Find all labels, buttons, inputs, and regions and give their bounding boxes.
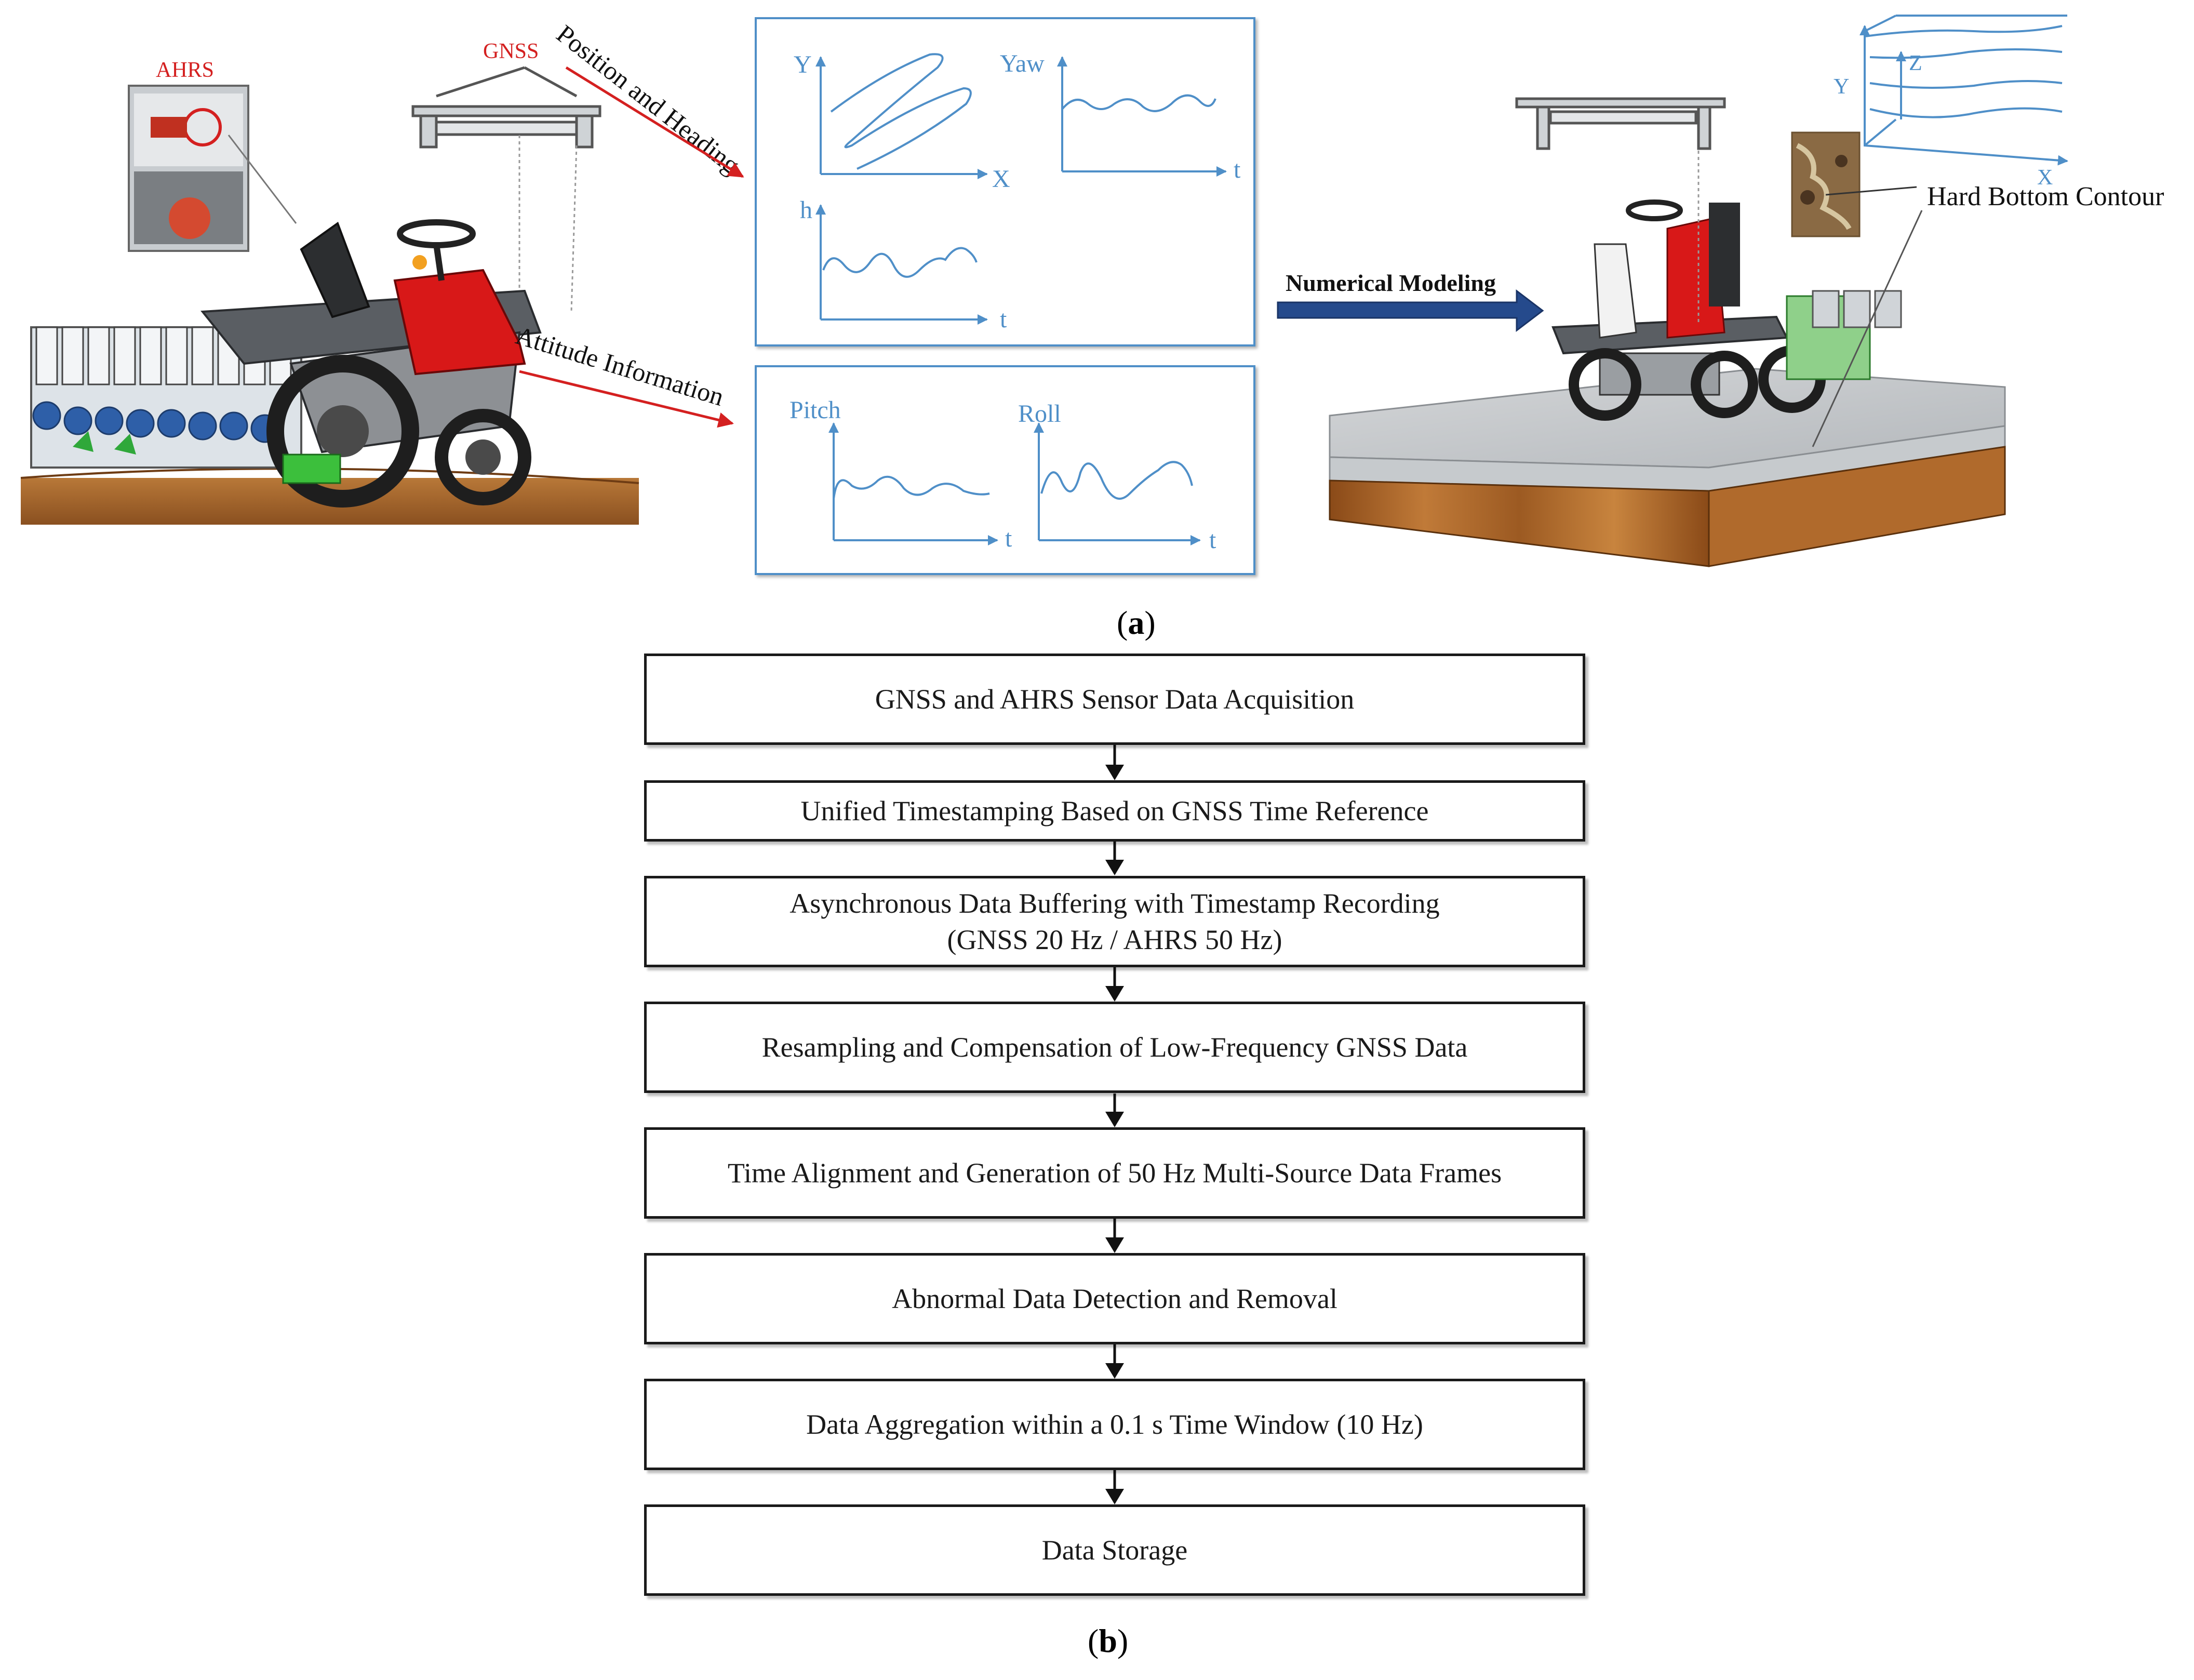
flow-step-1-text: GNSS and AHRS Sensor Data Acquisition <box>875 683 1355 715</box>
yaw-curve <box>1061 94 1216 112</box>
flow-step-5: Time Alignment and Generation of 50 Hz M… <box>644 1127 1585 1219</box>
roll-plot-x-label: t <box>1209 526 1216 554</box>
rear-wheel <box>266 355 419 508</box>
attitude-arrow <box>519 370 734 428</box>
flow-step-1: GNSS and AHRS Sensor Data Acquisition <box>644 654 1585 745</box>
flow-step-8-text: Data Storage <box>1041 1534 1188 1566</box>
numerical-model-illustration: Y Z X Hard Bottom Contour <box>1329 15 2164 567</box>
planting-units <box>30 326 302 469</box>
gnss-antenna-frame <box>411 66 601 149</box>
xy-trajectory-curve <box>830 53 972 170</box>
position-heading-label: Position and Heading <box>551 19 745 180</box>
flow-step-8: Data Storage <box>644 1504 1585 1596</box>
flow-step-4: Resampling and Compensation of Low-Frequ… <box>644 1002 1585 1093</box>
flow-step-3: Asynchronous Data Buffering with Timesta… <box>644 876 1585 967</box>
flow-step-7-text: Data Aggregation within a 0.1 s Time Win… <box>806 1408 1423 1440</box>
pitch-plot-x-label: t <box>1005 525 1012 552</box>
xy-trajectory-plot: Y X <box>794 51 1010 193</box>
model-soil-side <box>1708 446 2006 567</box>
flow-step-4-text: Resampling and Compensation of Low-Frequ… <box>761 1031 1468 1063</box>
h-curve <box>822 247 978 278</box>
yaw-plot: Yaw t <box>1000 50 1241 183</box>
flow-step-7: Data Aggregation within a 0.1 s Time Win… <box>644 1379 1585 1470</box>
steering-wheel <box>397 219 476 248</box>
contour-line <box>1864 25 2063 37</box>
front-wheel <box>435 409 531 505</box>
contour-axis-y-label: Y <box>1834 75 1849 99</box>
xy-plot-x-label: X <box>992 165 1010 193</box>
position-heading-arrow <box>565 66 744 178</box>
attitude-label: Attitude Information <box>513 321 727 411</box>
green-module <box>282 454 341 484</box>
numerical-modeling-label: Numerical Modeling <box>1286 270 1496 296</box>
contour-line <box>1869 107 2063 118</box>
h-plot-x-label: t <box>1000 305 1007 333</box>
plots-top-box: Y X Yaw t h t <box>755 17 1255 346</box>
ahrs-inset-photo <box>128 85 249 252</box>
panel-b-caption: (b) <box>1088 1622 1128 1659</box>
contour-axis-x-label: X <box>2037 166 2053 190</box>
pitch-plot: Pitch t <box>790 396 1012 552</box>
yaw-plot-x-label: t <box>1234 156 1241 183</box>
flow-step-5-text: Time Alignment and Generation of 50 Hz M… <box>727 1157 1502 1189</box>
ahrs-label: AHRS <box>156 58 214 82</box>
hard-bottom-contour-axes: Y Z X <box>1834 15 2068 190</box>
flow-step-2: Unified Timestamping Based on GNSS Time … <box>644 780 1585 842</box>
panel-a-caption: (a) <box>1117 604 1156 641</box>
red-body <box>393 269 526 376</box>
contour-line <box>1869 80 2063 89</box>
flow-arrows <box>1105 745 1124 1504</box>
flow-step-6: Abnormal Data Detection and Removal <box>644 1253 1585 1344</box>
pitch-curve <box>833 475 990 499</box>
hard-bottom-soil-photo <box>1791 131 1861 237</box>
roll-plot-y-label: Roll <box>1018 400 1061 428</box>
hard-bottom-contour-label: Hard Bottom Contour <box>1927 182 2164 211</box>
plots-bottom-box: Pitch t Roll t <box>755 365 1255 575</box>
xy-plot-y-label: Y <box>794 51 812 78</box>
flow-step-6-text: Abnormal Data Detection and Removal <box>892 1283 1337 1314</box>
h-plot-y-label: h <box>800 196 812 224</box>
h-plot: h t <box>800 196 1007 333</box>
yaw-plot-y-label: Yaw <box>1000 50 1045 77</box>
numerical-modeling-arrow <box>1277 289 1544 332</box>
roll-curve <box>1040 461 1193 500</box>
contour-line <box>1869 48 2063 59</box>
model-soil-front <box>1329 479 1710 567</box>
flow-step-2-text: Unified Timestamping Based on GNSS Time … <box>800 795 1429 826</box>
gnss-label: GNSS <box>483 39 539 63</box>
seat <box>300 221 370 318</box>
transplanter-illustration: AHRS GNSS Position and Heading Attitude … <box>20 19 745 525</box>
flow-step-3-text-line2: (GNSS 20 Hz / AHRS 50 Hz) <box>947 924 1282 955</box>
contour-axis-z-label: Z <box>1909 51 1922 75</box>
flow-step-3-text-line1: Asynchronous Data Buffering with Timesta… <box>790 887 1440 919</box>
roll-plot: Roll t <box>1018 400 1216 554</box>
pitch-plot-y-label: Pitch <box>790 396 841 424</box>
